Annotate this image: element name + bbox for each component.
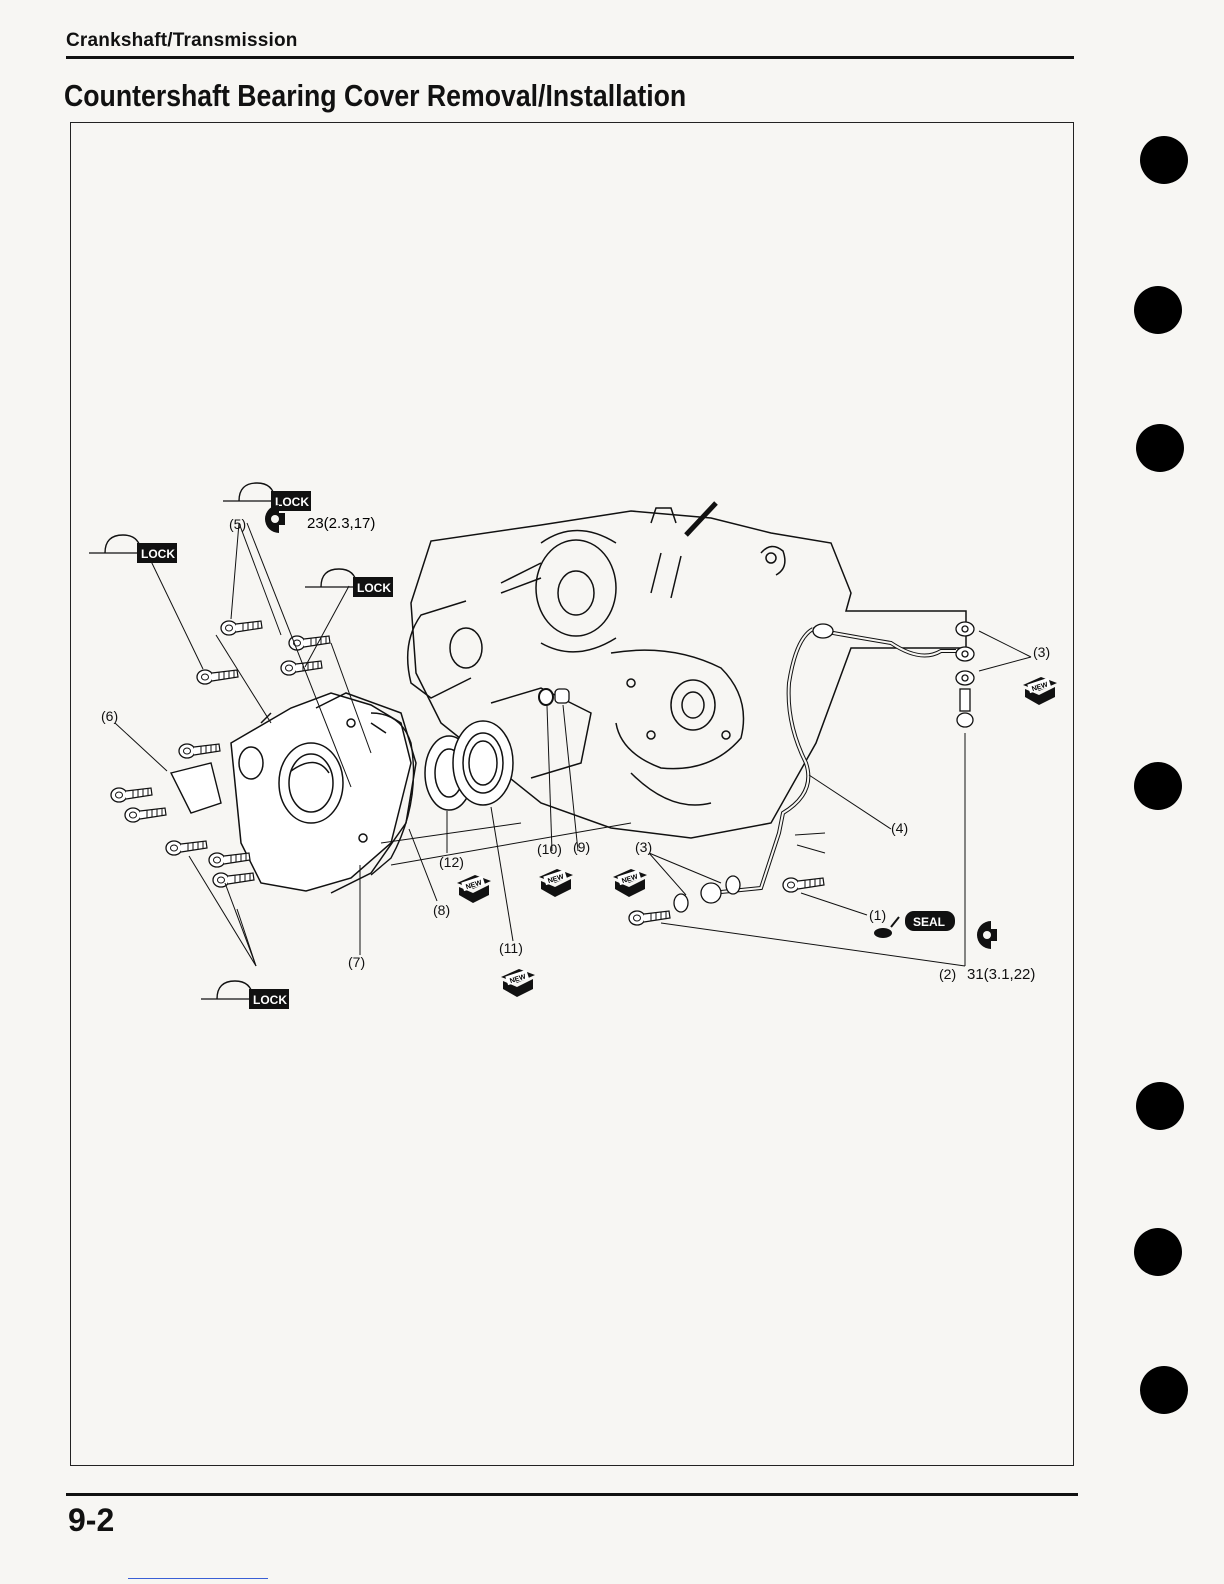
section-tab-marker [1134,1228,1182,1276]
svg-text:LOCK: LOCK [357,581,391,595]
cover-bolt [197,670,238,684]
bracket [171,763,221,813]
svg-text:LOCK: LOCK [141,547,175,561]
torque-spec-5: 23(2.3,17) [307,515,375,532]
torque-spec-2: 31(3.1,22) [967,966,1035,983]
callout-7: (7) [348,954,365,970]
cover-bolt [179,744,220,758]
cover-bolt [281,661,322,675]
callout-4: (4) [891,820,908,836]
top-rule [66,56,1074,59]
section-tab-marker [1134,762,1182,810]
new-part-symbol: NEW [613,869,647,897]
cover-bolt [209,853,250,867]
callout-12: (12) [439,854,464,870]
exploded-view-diagram: LOCK LOCK LOCK LOCK NEW NEW NEW N [71,123,1075,1467]
svg-text:LOCK: LOCK [275,495,309,509]
dowel-pin [555,689,569,703]
callout-3-lower: (3) [635,839,652,855]
lock-symbol: LOCK [223,483,311,511]
figure-frame: LOCK LOCK LOCK LOCK NEW NEW NEW N [70,122,1074,1466]
bottom-rule [66,1493,1078,1496]
countershaft-bearing-cover [231,693,416,893]
section-tab-marker [1134,286,1182,334]
svg-text:LOCK: LOCK [253,993,287,1007]
section-tab-marker [1140,1366,1188,1414]
callout-6: (6) [101,708,118,724]
bracket-bolt [111,788,152,802]
oil-seals [425,721,513,810]
section-tab-marker [1136,1082,1184,1130]
bottom-link-underline [128,1578,268,1579]
lock-symbol: LOCK [305,569,393,597]
callout-11: (11) [499,940,523,956]
lock-symbol: LOCK [89,535,177,563]
callout-8: (8) [433,902,450,918]
torque-wrench-icon [977,921,997,949]
oil-pipe-bolt [783,878,824,892]
callout-9: (9) [573,839,590,855]
svg-text:SEAL: SEAL [913,915,945,929]
callout-10: (10) [537,841,562,857]
section-tab-marker [1140,136,1188,184]
callout-5: (5) [229,516,246,532]
cover-bolt [166,841,207,855]
bracket-bolt [125,808,166,822]
section-tab-marker [1136,424,1184,472]
page-title: Countershaft Bearing Cover Removal/Insta… [64,78,686,114]
cover-bolt [221,621,262,635]
oil-pipe [711,629,956,893]
new-part-symbol: NEW [539,869,573,897]
oil-pipe-washers [956,622,974,727]
callout-1: (1) [869,907,886,923]
page-number: 9-2 [68,1502,114,1539]
new-part-symbol: NEW [1023,677,1057,705]
callout-3-upper: (3) [1033,644,1050,660]
o-ring [539,689,553,705]
cover-bolt [213,873,254,887]
sealant-symbol: SEAL [874,911,955,938]
section-header: Crankshaft/Transmission [66,30,298,52]
new-part-symbol: NEW [501,969,535,997]
lock-symbol: LOCK [201,981,289,1009]
new-part-symbol: NEW [457,875,491,903]
oil-pipe-washers-lower [674,876,740,912]
cover-bolt [289,636,330,650]
callout-2: (2) [939,966,956,982]
